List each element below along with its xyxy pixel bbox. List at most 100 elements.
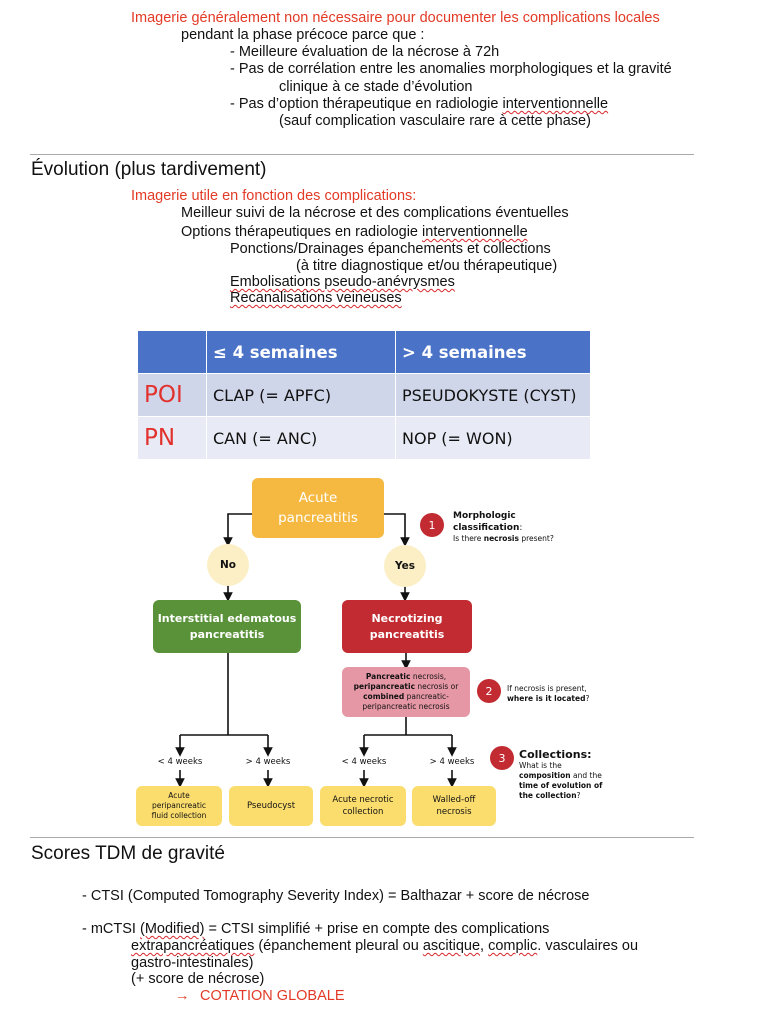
note-morphologic: Morphologic classification: Is there nec… (453, 510, 554, 544)
table-row: PN CAN (= ANC) NOP (= WON) (137, 416, 591, 460)
weeks-label: < 4 weeks (157, 757, 203, 767)
table-row: POI CLAP (= APFC) PSEUDOKYSTE (CYST) (137, 373, 591, 417)
c1-line-3: fluid collection (151, 811, 207, 820)
scores-cotation: →COTATION GLOBALE (175, 988, 345, 1005)
q1-part-b: necrosis (483, 534, 519, 543)
note-location: If necrosis is present, where is it loca… (507, 684, 589, 704)
mctsi-modified: (Modified) (140, 921, 205, 937)
scores-mctsi-line-4: (+ score de nécrose) (131, 971, 265, 987)
c4-line-1: Walled-off (432, 795, 476, 805)
weeks-label: > 4 weeks (245, 757, 291, 767)
mctsi-prefix: - mCTSI (82, 921, 140, 937)
q2-line-1: If necrosis is present, (507, 684, 587, 693)
q3-part-f: ? (576, 791, 581, 800)
interstitial-line-1: Interstitial edematous (157, 611, 297, 625)
mctsi-suffix: = CTSI simplifié + prise en compte des c… (204, 921, 550, 937)
table-cell: CLAP (= APFC) (206, 373, 396, 417)
q3-part-e: the collection (519, 791, 577, 800)
pseudocyst-box: Pseudocyst (229, 786, 313, 826)
acute-pancreatitis-box: Acute pancreatitis (252, 478, 384, 538)
interstitial-line-2: pancreatitis (189, 627, 265, 641)
evolution-line-1: Meilleur suivi de la nécrose et des comp… (181, 205, 569, 221)
q2-part-b: where is it located (507, 694, 586, 703)
table-cell: PSEUDOKYSTE (CYST) (395, 373, 591, 417)
location-peripancreatic: peripancreatic (353, 682, 416, 691)
q1-part-a: Is there (453, 534, 484, 543)
step-2-badge: 2 (477, 679, 501, 703)
mctsi-text-end: . vasculaires ou (537, 938, 639, 954)
evolution-line-2: Options thérapeutiques en radiologie int… (181, 224, 528, 241)
location-line-4: peripancreatic necrosis (362, 702, 450, 711)
c4-line-2: necrosis (436, 807, 472, 817)
intro-bullet-3-cont: (sauf complication vasculaire rare à cet… (279, 113, 591, 129)
q3-line-1: What is the (519, 761, 562, 770)
scores-title: Scores TDM de gravité (31, 843, 225, 864)
location-combined: combined (363, 692, 405, 701)
classification-table: ≤ 4 semaines > 4 semaines POI CLAP (= AP… (137, 330, 591, 460)
intro-line-1: Imagerie généralement non nécessaire pou… (131, 10, 660, 26)
evolution-subtitle: Imagerie utile en fonction des complicat… (131, 188, 417, 204)
location-text-3: pancreatic- (404, 692, 449, 701)
q3-part-c: and the (570, 771, 602, 780)
step-1-badge: 1 (420, 513, 444, 537)
divider-1 (30, 154, 694, 155)
table-header-lt4: ≤ 4 semaines (206, 330, 396, 374)
intro-bullet-3: - Pas d’option thérapeutique en radiolog… (230, 96, 608, 113)
location-text-1: necrosis, (410, 672, 447, 681)
q3-line-2: composition and the (519, 771, 602, 781)
table-header-empty (137, 330, 207, 374)
weeks-label: > 4 weeks (429, 757, 475, 767)
note-colon: : (519, 523, 523, 533)
evolution-line-6: Recanalisations veineuses (230, 290, 402, 306)
q2-part-c: ? (585, 694, 590, 703)
flowchart: Acute pancreatitis No Yes Interstitial e… (0, 470, 758, 840)
q1-part-c: present? (518, 534, 554, 543)
row-label-pn: PN (137, 416, 207, 460)
location-text-2: necrosis or (415, 682, 459, 691)
note-morphologic-title-b: classification (453, 523, 520, 533)
scores-mctsi-line-3: gastro-intestinales) (131, 955, 254, 971)
intro-bullet-2-cont: clinique à ce stade d’évolution (279, 79, 473, 95)
table-header-row: ≤ 4 semaines > 4 semaines (137, 330, 591, 374)
evolution-line-4: (à titre diagnostique et/ou thérapeutiqu… (296, 258, 558, 274)
necrotizing-line-1: Necrotizing (371, 611, 443, 625)
table-header-gt4: > 4 semaines (395, 330, 591, 374)
arrow-icon: → (175, 988, 190, 1004)
table-cell: NOP (= WON) (395, 416, 591, 460)
location-pancreatic: Pancreatic (365, 672, 411, 681)
interstitial-edematous-box: Interstitial edematous pancreatitis (153, 600, 301, 653)
location-line-3: combined pancreatic- (363, 692, 449, 702)
row-label-poi: POI (137, 373, 207, 417)
note-morphologic-title: Morphologic (453, 510, 554, 522)
evolution-line-2-underlined: interventionnelle (422, 224, 528, 240)
step-3-badge: 3 (490, 746, 514, 770)
weeks-label: < 4 weeks (341, 757, 387, 767)
c1-line-2: peripancreatic (151, 801, 207, 810)
scores-mctsi-line-2: extrapancréatiques (épanchement pleural … (131, 938, 638, 955)
yes-circle: Yes (384, 545, 426, 587)
necrosis-location-box: Pancreatic necrosis, peripancreatic necr… (342, 667, 470, 717)
walled-off-necrosis-box: Walled-off necrosis (412, 786, 496, 826)
mctsi-ascitique: ascitique (422, 938, 481, 954)
mctsi-complic: complic (488, 938, 538, 954)
table-cell: CAN (= ANC) (206, 416, 396, 460)
intro-bullet-3-underlined: interventionnelle (502, 96, 609, 112)
location-line-2: peripancreatic necrosis or (354, 682, 459, 692)
q3-line-3: time of evolution of (519, 781, 602, 791)
note-morphologic-title-a: Morphologic (453, 511, 516, 521)
q3-part-b: composition (519, 771, 571, 780)
necrotizing-box: Necrotizing pancreatitis (342, 600, 472, 653)
intro-line-2: pendant la phase précoce parce que : (181, 27, 425, 43)
mctsi-extrapancreatiques: extrapancréatiques (131, 938, 255, 954)
c1-line-1: Acute (168, 791, 190, 800)
necrotizing-line-2: pancreatitis (369, 627, 445, 641)
no-circle: No (207, 544, 249, 586)
c3-line-2: collection (342, 807, 384, 817)
note-morphologic-question: Is there necrosis present? (453, 534, 554, 544)
evolution-line-3: Ponctions/Drainages épanchements et coll… (230, 241, 551, 257)
intro-bullet-2: - Pas de corrélation entre les anomalies… (230, 61, 672, 77)
mctsi-text-mid: (épanchement pleural ou (254, 938, 423, 954)
c3-line-1: Acute necrotic (332, 795, 394, 805)
note-collections: Collections: What is the composition and… (519, 748, 602, 801)
mctsi-comma: , (480, 938, 489, 954)
